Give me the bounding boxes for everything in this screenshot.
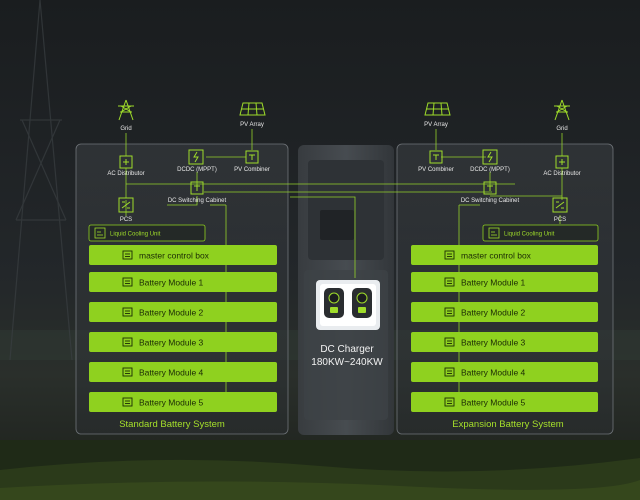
ac-distributor-label: AC Distributor <box>107 171 144 177</box>
module-label: Battery Module 4 <box>461 368 526 378</box>
module-label: Battery Module 5 <box>139 398 204 408</box>
pv-array-label: PV Array <box>240 122 264 128</box>
module-label: master control box <box>461 251 532 261</box>
battery-module: Battery Module 1 <box>411 272 598 292</box>
grid-tower-icon <box>554 99 570 121</box>
module-label: Battery Module 4 <box>139 368 204 378</box>
module-label: master control box <box>139 251 210 261</box>
pcs-label: PCS <box>120 217 132 223</box>
ac-distributor-label: AC Distributor <box>543 171 580 177</box>
battery-module-icon <box>444 250 455 260</box>
battery-module-icon <box>122 397 133 407</box>
grid-tower-icon <box>118 99 134 121</box>
pv-combiner-icon <box>245 150 259 164</box>
liquid-cooling-label: Liquid Cooling Unit <box>110 232 161 238</box>
pv-array-label: PV Array <box>424 122 448 128</box>
module-label: Battery Module 2 <box>139 308 204 318</box>
module-label: Battery Module 2 <box>461 308 526 318</box>
battery-module: Battery Module 4 <box>411 362 598 382</box>
dc-switching-icon <box>483 181 497 195</box>
pv-combiner-icon <box>429 150 443 164</box>
module-label: Battery Module 1 <box>139 278 204 288</box>
battery-module-icon <box>122 367 133 377</box>
grid-label: Grid <box>556 126 567 132</box>
liquid-cooling-label: Liquid Cooling Unit <box>504 232 555 238</box>
dcdc-label: DCDC (MPPT) <box>470 167 510 173</box>
battery-module: Battery Module 2 <box>411 302 598 322</box>
battery-module: Battery Module 3 <box>89 332 277 352</box>
dcdc-label: DCDC (MPPT) <box>177 167 217 173</box>
expansion-system-title: Expansion Battery System <box>452 419 563 430</box>
battery-module: Battery Module 2 <box>89 302 277 322</box>
charging-plug-icon <box>352 288 372 318</box>
ac-distributor-icon <box>555 155 569 169</box>
charging-plug-icon <box>324 288 344 318</box>
dc-switching-label: DC Switching Cabinet <box>461 198 520 204</box>
liquid-cooling-unit-left: Liquid Cooling Unit <box>88 224 206 242</box>
battery-module-icon <box>444 397 455 407</box>
battery-module: Battery Module 5 <box>411 392 598 412</box>
pv-combiner-label: PV Combiner <box>418 167 454 173</box>
battery-module-icon <box>444 337 455 347</box>
battery-module: Battery Module 1 <box>89 272 277 292</box>
battery-module: Battery Module 5 <box>89 392 277 412</box>
pv-combiner-label: PV Combiner <box>234 167 270 173</box>
standard-system-title: Standard Battery System <box>119 419 225 430</box>
dc-switching-icon <box>190 181 204 195</box>
battery-module-icon <box>444 277 455 287</box>
battery-module: Battery Module 4 <box>89 362 277 382</box>
connection-lines <box>125 129 563 392</box>
pcs-icon <box>118 197 134 213</box>
dcdc-icon <box>188 149 204 165</box>
grid-label: Grid <box>120 126 131 132</box>
cooling-icon <box>488 227 500 239</box>
master-control-box: master control box <box>89 245 277 265</box>
master-control-box: master control box <box>411 245 598 265</box>
charger-plugs <box>316 280 380 330</box>
liquid-cooling-unit-right: Liquid Cooling Unit <box>482 224 599 242</box>
solar-panel-icon <box>239 102 266 116</box>
battery-module-icon <box>122 307 133 317</box>
module-label: Battery Module 3 <box>461 338 526 348</box>
charger-power: 180KW~240KW <box>311 357 383 368</box>
module-label: Battery Module 3 <box>139 338 204 348</box>
battery-module-icon <box>122 277 133 287</box>
battery-module-icon <box>122 250 133 260</box>
module-label: Battery Module 1 <box>461 278 526 288</box>
cooling-icon <box>94 227 106 239</box>
dcdc-icon <box>482 149 498 165</box>
dc-switching-label: DC Switching Cabinet <box>168 198 227 204</box>
pcs-icon <box>552 197 568 213</box>
battery-module-icon <box>444 307 455 317</box>
module-label: Battery Module 5 <box>461 398 526 408</box>
ac-distributor-icon <box>119 155 133 169</box>
charger-title: DC Charger <box>320 344 374 355</box>
battery-module: Battery Module 3 <box>411 332 598 352</box>
solar-panel-icon <box>424 102 451 116</box>
battery-module-icon <box>122 337 133 347</box>
pcs-label: PCS <box>554 217 566 223</box>
battery-module-icon <box>444 367 455 377</box>
